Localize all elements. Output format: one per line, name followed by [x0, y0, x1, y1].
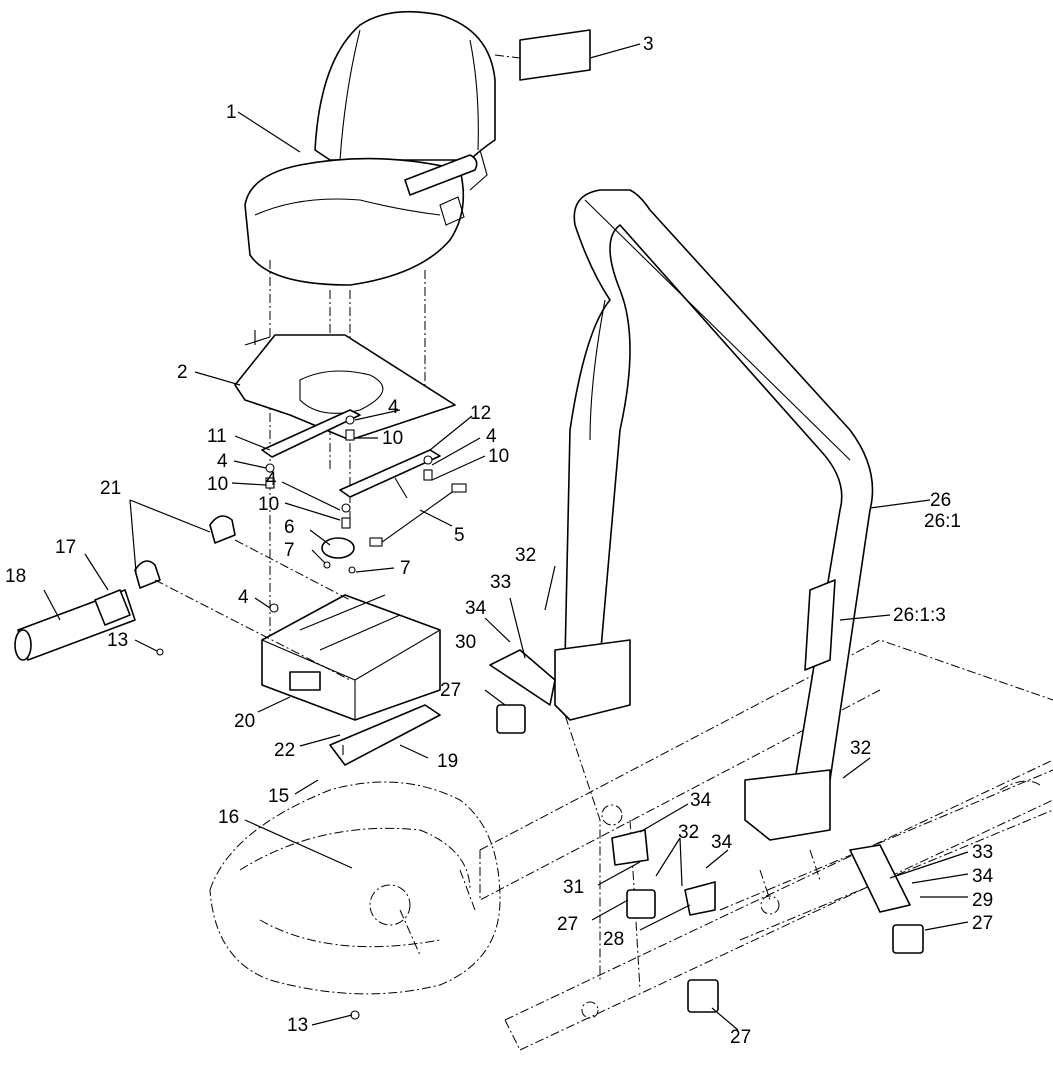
- callout-34: 34: [690, 790, 712, 811]
- callout-4: 4: [238, 587, 249, 608]
- callout-11: 11: [207, 426, 227, 447]
- callout-32: 32: [515, 545, 536, 566]
- callout-7: 7: [400, 558, 411, 579]
- callout-labels: 1 2 3 4 4 4 4 4 5 6 7 7 10 10 10 10 11 1…: [5, 34, 994, 1048]
- callout-17: 17: [55, 537, 76, 558]
- seat-decal: [494, 29, 591, 81]
- callout-34: 34: [972, 866, 994, 887]
- callout-10: 10: [258, 494, 279, 515]
- callout-27: 27: [557, 914, 578, 935]
- mount-bracket: [329, 704, 441, 766]
- callout-21: 21: [100, 478, 121, 499]
- callout-10: 10: [488, 446, 509, 467]
- callout-30: 30: [455, 632, 476, 653]
- callout-34: 34: [711, 832, 733, 853]
- callout-2: 2: [177, 362, 188, 383]
- callout-4: 4: [486, 426, 497, 447]
- callout-10: 10: [382, 428, 403, 449]
- callout-33: 33: [972, 842, 993, 863]
- callout-6: 6: [284, 517, 295, 538]
- rollbar-mount-brackets: [489, 649, 911, 916]
- hardware-bolts: [156, 415, 433, 1020]
- callout-31: 31: [563, 877, 584, 898]
- callout-32: 32: [850, 738, 871, 759]
- callout-3: 3: [643, 34, 654, 55]
- callout-26: 26: [930, 490, 951, 511]
- callout-27: 27: [440, 680, 461, 701]
- callout-4: 4: [266, 469, 277, 490]
- callout-26-1: 26:1: [924, 511, 961, 532]
- seat-mount-lines: [269, 260, 426, 640]
- callout-5: 5: [454, 525, 465, 546]
- callout-27: 27: [730, 1027, 751, 1048]
- callout-13: 13: [287, 1015, 308, 1036]
- callout-1: 1: [226, 102, 237, 123]
- callout-7: 7: [284, 540, 295, 561]
- manual-tube: [14, 515, 351, 681]
- seat-slide-rails: [261, 409, 441, 499]
- callout-15: 15: [268, 786, 289, 807]
- callout-27: 27: [972, 913, 993, 934]
- callout-20: 20: [234, 711, 255, 732]
- seat-plate: [234, 330, 456, 441]
- callout-13: 13: [107, 630, 128, 651]
- wire-harness: [369, 483, 467, 547]
- seat: [244, 10, 496, 286]
- fender-body: [209, 781, 501, 995]
- callout-29: 29: [972, 890, 993, 911]
- callout-12: 12: [470, 403, 491, 424]
- callout-10: 10: [207, 474, 228, 495]
- callout-32: 32: [678, 822, 699, 843]
- callout-19: 19: [437, 751, 458, 772]
- seat-switch: [321, 537, 356, 574]
- seat-suspension: [261, 594, 441, 721]
- callout-26-1-3: 26:1:3: [893, 605, 946, 626]
- callout-28: 28: [603, 929, 624, 950]
- callout-34: 34: [465, 598, 487, 619]
- callout-4: 4: [217, 451, 228, 472]
- callout-4: 4: [388, 397, 399, 418]
- callout-22: 22: [274, 740, 295, 761]
- callout-33: 33: [490, 572, 511, 593]
- roll-bar: [554, 189, 874, 841]
- callout-16: 16: [218, 807, 239, 828]
- leader-lines: [43, 43, 969, 1031]
- callout-18: 18: [5, 566, 26, 587]
- bumpers: [496, 704, 924, 1013]
